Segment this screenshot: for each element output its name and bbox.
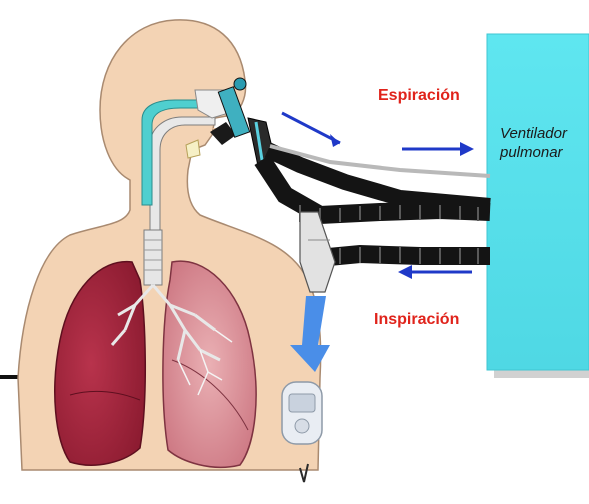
ventilator-box <box>487 34 589 378</box>
arrow-right-icon <box>282 113 340 147</box>
arrow-right-icon <box>402 142 474 156</box>
inspiration-label: Inspiración <box>374 311 459 329</box>
ventilator-label-line2: pulmonar <box>500 143 589 162</box>
arrow-left-icon <box>398 265 472 279</box>
expiration-label: Espiración <box>378 87 460 105</box>
ventilator-label-line1: Ventilador <box>500 124 589 143</box>
ventilator-label: Ventilador pulmonar <box>500 124 589 162</box>
